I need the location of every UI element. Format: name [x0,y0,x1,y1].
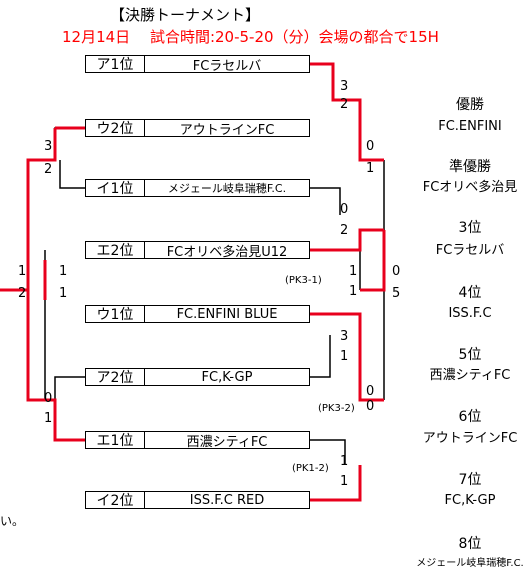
score: 0 [366,399,375,414]
score: 1 [44,411,53,426]
score: 1 [340,454,349,469]
score: 1 [349,284,358,299]
team-name: FCオリベ多治見U12 [166,244,288,260]
pk-result: (PK3-1) [285,275,322,286]
score: 1 [59,264,68,279]
rank-team: ISS.F.C [448,306,492,321]
footer-text: い。 [0,514,25,528]
score: 1 [340,349,349,364]
rank-team: メジェール岐阜瑞穂F.C. [416,558,524,569]
seed-label: ウ1位 [86,306,145,323]
seed-label: エ2位 [86,242,145,259]
score: 0 [366,139,375,154]
team-name: 西濃シティFC [186,434,268,450]
rank-label: 5位 [458,347,482,363]
seed-label: ア1位 [86,56,145,73]
score: 1 [366,161,375,176]
score: 2 [340,223,349,238]
team-slot-4: エ2位 FCオリベ多治見U12 [85,241,310,260]
team-slot-3: イ1位 メジェール岐阜瑞穂F.C. [85,179,310,197]
score: 2 [18,286,27,301]
rank-team: FC.ENFINI [438,119,502,134]
seed-label: イ1位 [86,180,145,197]
score: 1 [340,474,349,489]
rank-team: アウトラインFC [422,431,518,446]
team-slot-2: ウ2位 アウトラインFC [85,119,310,138]
seed-label: イ2位 [86,492,145,509]
rank-label: 7位 [458,472,482,488]
rank-team: FC,K-GP [444,493,496,508]
score: 3 [44,139,53,154]
score: 3 [340,329,349,344]
team-slot-8: イ2位 ISS.F.C RED [85,491,310,509]
score: 2 [44,162,53,177]
rank-label: 3位 [458,220,482,236]
rank-team: FCオリベ多治見 [422,180,518,195]
score: 3 [340,79,349,94]
team-name: アウトラインFC [179,122,275,138]
score: 2 [340,97,349,112]
rank-label: 4位 [458,285,482,301]
rank-label: 8位 [458,536,482,552]
seed-label: エ1位 [86,432,145,449]
seed-label: ア2位 [86,369,145,386]
team-name: メジェール岐阜瑞穂F.C. [167,182,287,195]
team-slot-5: ウ1位 FC.ENFINI BLUE [85,305,310,323]
team-name: FCラセルバ [192,58,262,74]
rank-team: 西濃シティFC [429,368,511,383]
score: 1 [59,286,68,301]
team-slot-1: ア1位 FCラセルバ [85,55,310,74]
score: 1 [349,264,358,279]
page-title: 【決勝トーナメント】 [110,6,261,24]
score: 5 [392,286,401,301]
rank-label: 6位 [458,409,482,425]
team-slot-6: ア2位 FC,K-GP [85,368,310,386]
team-slot-7: エ1位 西濃シティFC [85,431,310,450]
rank-label: 準優勝 [449,159,491,175]
pk-result: (PK1-2) [292,463,329,474]
score: 0 [392,264,401,279]
score: 0 [44,391,53,406]
rank-team: FCラセルバ [435,243,505,258]
score: 1 [18,264,27,279]
team-name: FC.ENFINI BLUE [176,306,278,322]
score: 0 [340,202,349,217]
match-info: 12月14日 試合時間:20-5-20（分）会場の都合で15H [62,28,439,46]
seed-label: ウ2位 [86,120,145,137]
rank-label: 優勝 [456,97,484,113]
team-name: FC,K-GP [201,369,253,385]
score: 0 [366,384,375,399]
pk-result: (PK3-2) [318,403,355,414]
team-name: ISS.F.C RED [189,492,265,508]
